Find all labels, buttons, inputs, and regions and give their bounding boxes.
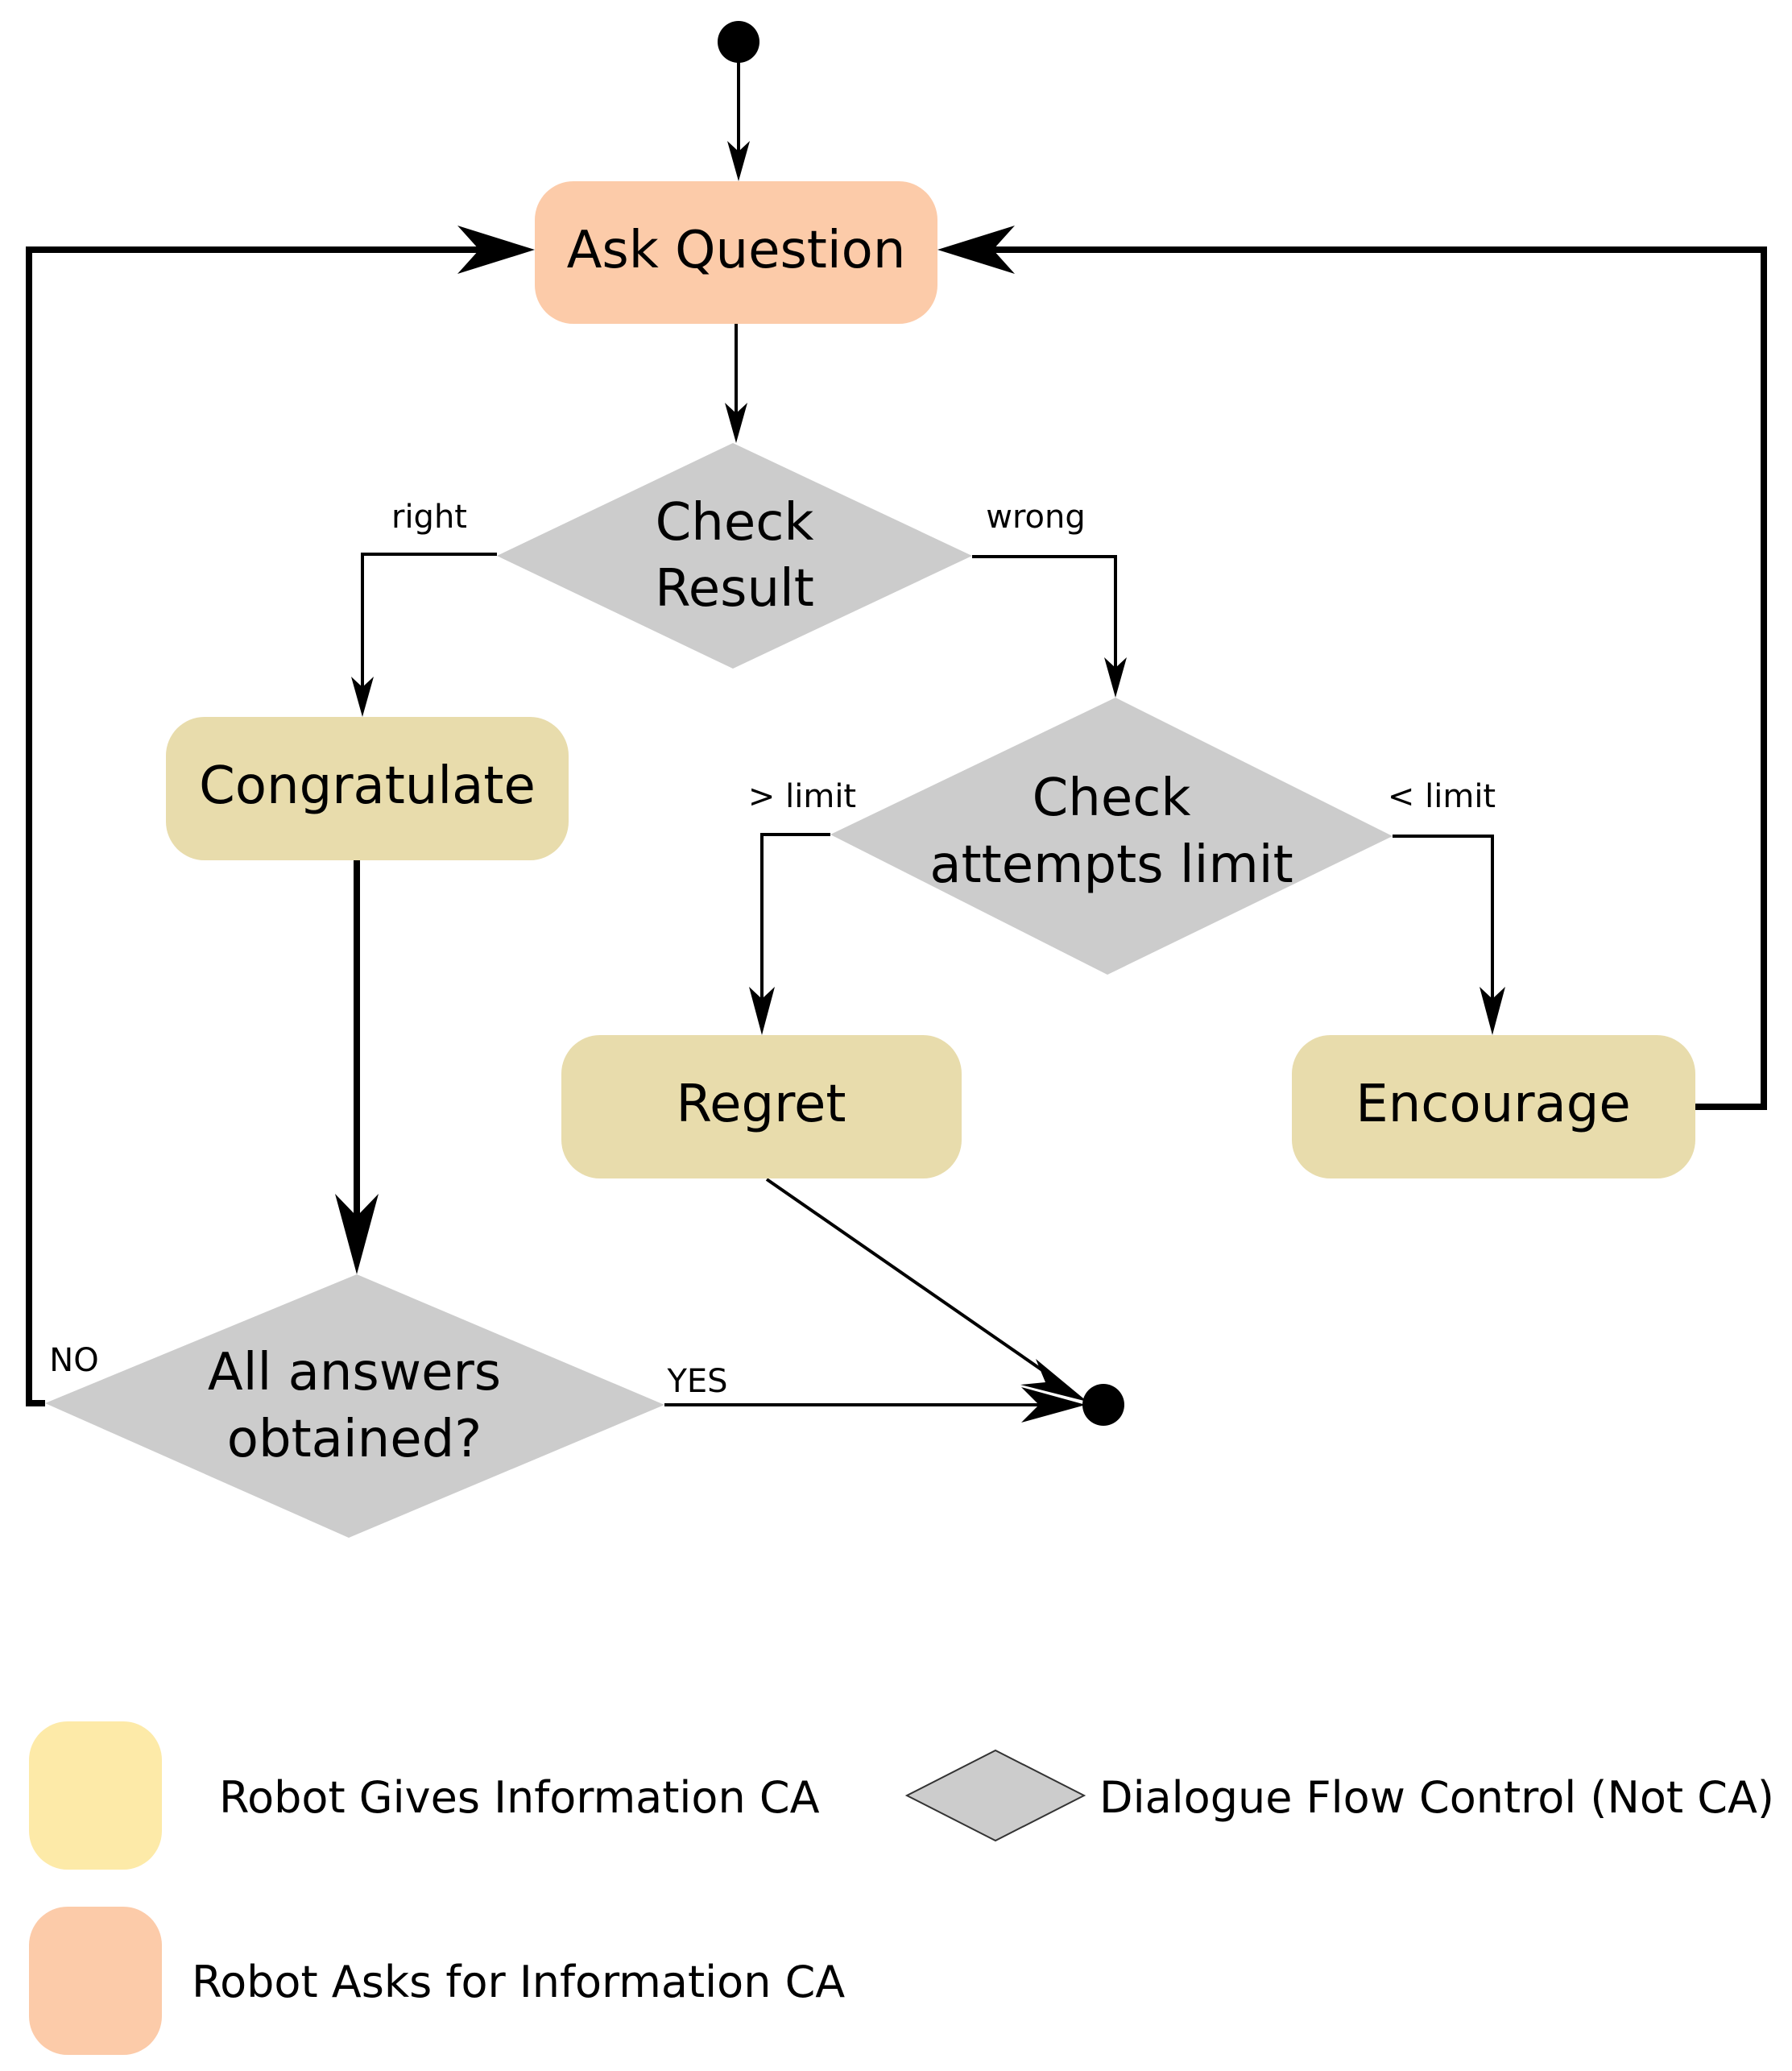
node-check-attempts: Check attempts limit <box>830 698 1393 975</box>
legend-item-asks-info: Robot Asks for Information CA <box>29 1907 845 2055</box>
end-node <box>1082 1384 1124 1426</box>
congratulate-label: Congratulate <box>199 756 536 816</box>
edge-label-yes: YES <box>666 1363 727 1400</box>
encourage-label: Encourage <box>1355 1075 1630 1134</box>
node-regret: Regret <box>561 1035 962 1178</box>
legend-item-gives-info: Robot Gives Information CA <box>29 1721 820 1870</box>
legend: Robot Gives Information CA Dialogue Flow… <box>29 1721 1774 2055</box>
legend-swatch-asks-info <box>29 1907 162 2055</box>
edge-wrong-to-check-attempts <box>972 555 1117 675</box>
check-attempts-label-line1: Check <box>1033 768 1191 828</box>
edge-label-no: NO <box>49 1342 98 1379</box>
all-answers-label-line2: obtained? <box>227 1410 482 1469</box>
start-node <box>718 21 759 63</box>
arrowhead <box>1020 1359 1087 1402</box>
edge-right-to-congratulate <box>361 553 497 693</box>
regret-box <box>561 1035 962 1178</box>
legend-label-gives-info: Robot Gives Information CA <box>219 1772 820 1823</box>
ask-question-label: Ask Question <box>567 221 906 280</box>
legend-label-flow-control: Dialogue Flow Control (Not CA) <box>1099 1772 1774 1823</box>
arrowhead <box>749 987 775 1035</box>
edge-no-to-ask <box>26 246 491 1406</box>
node-ask-question: Ask Question <box>535 181 937 324</box>
node-check-result: Check Result <box>497 443 972 669</box>
check-result-label-line1: Check <box>656 493 814 553</box>
all-answers-diamond <box>45 1274 664 1538</box>
arrowhead <box>351 677 374 717</box>
all-answers-label-line1: All answers <box>208 1343 501 1402</box>
regret-label: Regret <box>677 1075 846 1134</box>
arrowhead <box>727 141 750 181</box>
edge-encourage-to-ask <box>983 246 1767 1110</box>
edge-lt-limit-to-encourage <box>1393 835 1494 1011</box>
edge-gt-limit-to-regret <box>760 833 830 1011</box>
ask-question-box <box>535 181 937 324</box>
legend-swatch-flow-control <box>904 1749 1086 1842</box>
arrowhead <box>937 226 1015 274</box>
legend-label-asks-info: Robot Asks for Information CA <box>192 1957 845 2007</box>
arrowhead <box>1104 657 1127 698</box>
congratulate-box <box>166 717 569 860</box>
edge-label-wrong: wrong <box>986 499 1086 536</box>
legend-item-flow-control: Dialogue Flow Control (Not CA) <box>904 1749 1774 1842</box>
arrowhead <box>1480 987 1505 1035</box>
node-all-answers: All answers obtained? <box>45 1274 664 1538</box>
check-result-label-line2: Result <box>655 559 814 619</box>
edges <box>26 42 1767 1423</box>
arrowhead <box>457 226 535 274</box>
arrowhead <box>335 1194 379 1274</box>
edge-label-right: right <box>391 499 467 536</box>
check-result-diamond <box>497 443 972 669</box>
edge-regret-to-end <box>765 1178 1057 1381</box>
check-attempts-label-line2: attempts limit <box>929 835 1293 895</box>
node-encourage: Encourage <box>1292 1035 1695 1178</box>
legend-swatch-gives-info <box>29 1721 162 1870</box>
check-attempts-diamond <box>830 698 1393 975</box>
encourage-box <box>1292 1035 1695 1178</box>
arrowhead <box>1021 1387 1086 1423</box>
edge-label-gt-limit: > limit <box>748 778 856 815</box>
arrowhead <box>725 403 747 443</box>
node-congratulate: Congratulate <box>166 717 569 860</box>
edge-label-lt-limit: < limit <box>1388 778 1496 815</box>
